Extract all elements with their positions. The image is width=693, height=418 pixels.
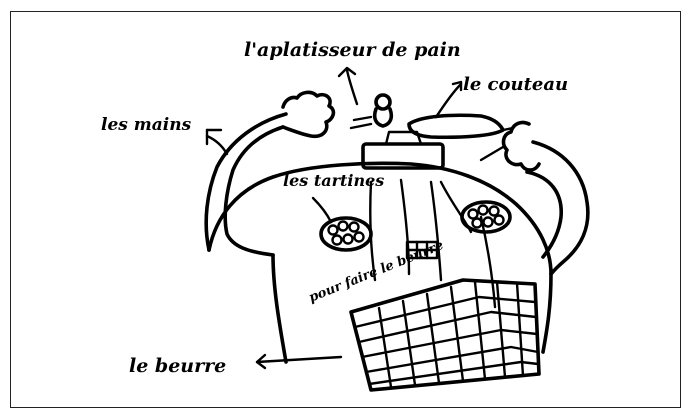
drawing-frame: l'aplatisseur de pain le couteau les mai… xyxy=(10,11,681,408)
arrow-tartines xyxy=(311,196,333,224)
arrow-beurre xyxy=(255,353,343,370)
arrow-mains xyxy=(205,128,229,156)
butter-window xyxy=(405,240,439,260)
butter-grid xyxy=(349,278,541,392)
left-hand xyxy=(281,90,336,139)
toast-right xyxy=(460,200,512,234)
toast-left xyxy=(319,216,373,252)
left-arm xyxy=(204,112,288,257)
arrow-couteau xyxy=(434,80,463,119)
right-arm xyxy=(525,140,590,276)
knife xyxy=(407,113,515,140)
arrow-hand-right xyxy=(479,145,505,162)
machine-drawing: l'aplatisseur de pain le couteau les mai… xyxy=(101,39,590,392)
bread-flattener xyxy=(349,93,394,130)
label-faire-beurre: pour faire le beurre xyxy=(307,238,446,306)
press-block xyxy=(361,130,445,170)
label-tartines: les tartines xyxy=(283,171,384,190)
label-aplatisseur: l'aplatisseur de pain xyxy=(244,39,461,61)
label-couteau: le couteau xyxy=(463,74,568,95)
arrow-aplatisseur xyxy=(337,66,359,106)
right-hand xyxy=(501,120,541,172)
label-beurre: le beurre xyxy=(129,355,226,377)
label-mains: les mains xyxy=(101,115,192,135)
machine-body xyxy=(207,161,553,364)
